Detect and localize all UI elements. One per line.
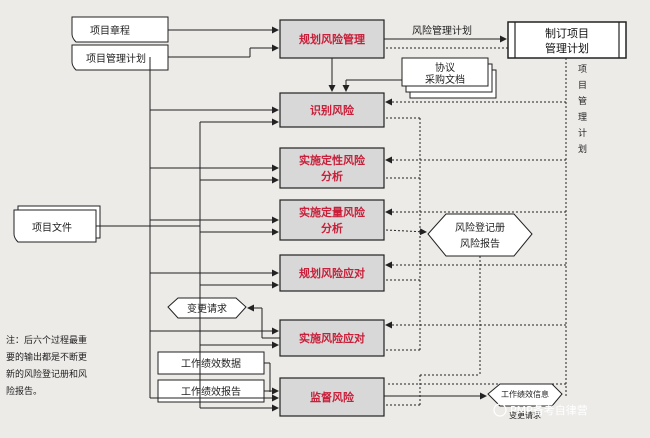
process-plan-risk-management: 规划风险管理 <box>279 19 385 59</box>
process-monitor-risks: 监督风险 <box>279 377 385 417</box>
project-documents-label: 项目文件 <box>32 221 72 234</box>
wechat-icon <box>493 403 507 417</box>
work-performance-report-doc: 工作绩效报告 <box>157 379 265 403</box>
pm-plan-vertical-char-3: 管 <box>578 95 587 107</box>
risk-register-report: 风险登记册 风险报告 <box>427 213 533 257</box>
plan-risk-label: 规划风险管理 <box>299 32 365 46</box>
process-quantitative-analysis: 实施定量风险 分析 <box>279 199 385 241</box>
implement-label: 实施风险应对 <box>299 331 365 345</box>
watermark-text: PMP备考自律营 <box>510 403 588 417</box>
project-charter-label: 项目章程 <box>90 24 130 37</box>
perf-info-label-2: 变更请求 <box>509 410 541 420</box>
agreements-label-1: 协议 <box>435 61 455 74</box>
pm-plan-vertical-char-1: 项 <box>578 64 587 75</box>
note-line-4: 险报告。 <box>6 385 42 397</box>
pm-plan-vertical-char-4: 理 <box>578 112 587 123</box>
quantitative-label-2: 分析 <box>321 221 343 235</box>
perf-info-label-1: 工作绩效信息 <box>501 389 549 399</box>
monitor-label: 监督风险 <box>310 390 355 404</box>
qualitative-label-1: 实施定性风险 <box>299 153 366 167</box>
note-line-2: 要的输出都是不断更 <box>6 351 87 363</box>
connectors <box>96 26 402 412</box>
pm-plan-vertical-char-5: 计 <box>578 127 587 139</box>
process-identify-risks: 识别风险 <box>279 92 385 128</box>
note-line-3: 新的风险登记册和风 <box>6 368 87 380</box>
agreements-procurement-docs: 协议 采购文档 <box>401 57 497 99</box>
note-line-1: 注：后六个过程最重 <box>6 334 87 346</box>
pm-plan-vertical-label: 项 目 管 理 计 划 <box>578 64 587 155</box>
footnote: 注：后六个过程最重 要的输出都是不断更 新的风险登记册和风 险报告。 <box>6 334 87 397</box>
develop-plan-label-1: 制订项目 <box>545 27 589 40</box>
quantitative-label-1: 实施定量风险 <box>299 205 366 219</box>
pm-plan-input-doc: 项目管理计划 <box>71 44 169 71</box>
perf-report-label: 工作绩效报告 <box>181 385 241 398</box>
process-implement-responses: 实施风险应对 <box>279 319 385 357</box>
pm-plan-input-label: 项目管理计划 <box>86 52 146 65</box>
develop-pm-plan-box: 制订项目 管理计划 <box>507 21 627 59</box>
project-charter-doc: 项目章程 <box>71 16 169 43</box>
develop-plan-label-2: 管理计划 <box>545 41 589 55</box>
pm-plan-vertical-char-6: 划 <box>578 143 587 155</box>
agreements-label-2: 采购文档 <box>425 73 465 86</box>
work-performance-data-doc: 工作绩效数据 <box>157 351 265 375</box>
identify-label: 识别风险 <box>310 103 355 117</box>
risk-plan-output-label: 风险管理计划 <box>412 24 472 37</box>
perf-data-label: 工作绩效数据 <box>181 357 241 370</box>
project-documents-doc: 项目文件 <box>13 205 101 243</box>
qualitative-label-2: 分析 <box>321 169 343 183</box>
risk-report-label: 风险报告 <box>460 237 500 250</box>
change-request-label: 变更请求 <box>187 302 227 315</box>
watermark: PMP备考自律营 <box>493 403 588 417</box>
pm-plan-vertical-char-2: 目 <box>578 80 587 91</box>
process-qualitative-analysis: 实施定性风险 分析 <box>279 147 385 189</box>
change-request-output: 变更请求 <box>167 297 247 319</box>
dotted-connectors <box>385 47 567 406</box>
process-plan-responses: 规划风险应对 <box>279 254 385 292</box>
risk-register-label: 风险登记册 <box>455 221 505 234</box>
plan-response-label: 规划风险应对 <box>299 266 365 280</box>
